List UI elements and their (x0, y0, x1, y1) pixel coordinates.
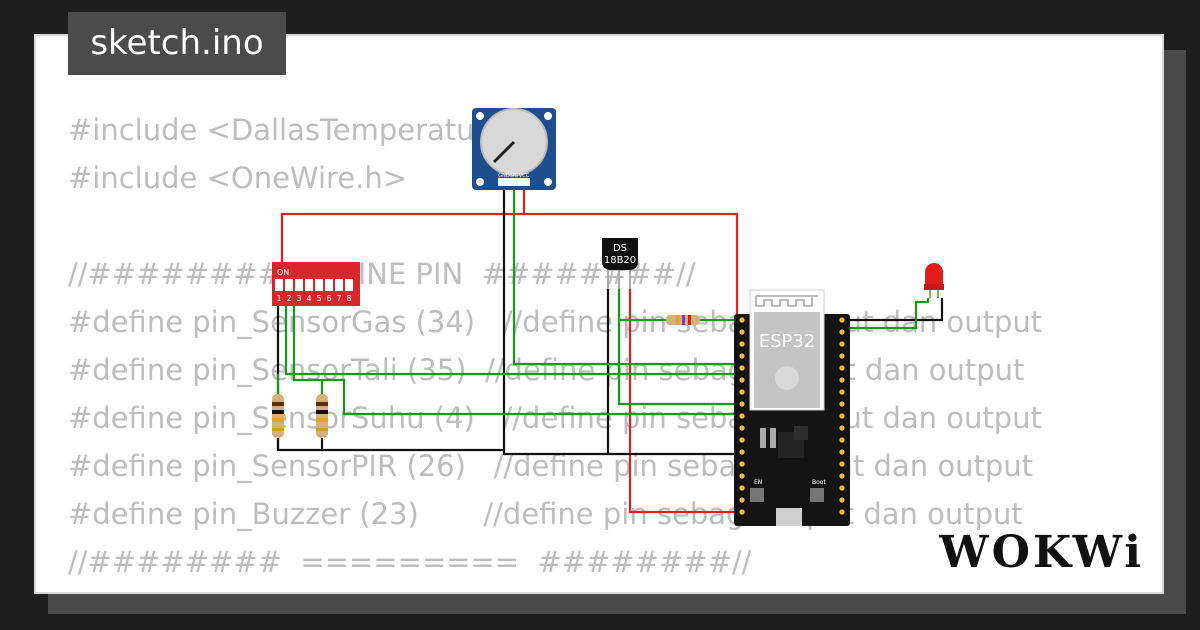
potentiometer[interactable]: GND SIG VCC (472, 108, 556, 190)
pot-pin-label: SIG (510, 173, 519, 179)
dip-switch[interactable]: ON 1 2 3 4 5 6 7 8 (272, 262, 360, 306)
dip-number: 3 (296, 294, 301, 303)
dip-on-label: ON (277, 268, 289, 277)
esp32-label: ESP32 (759, 331, 816, 352)
dip-number: 8 (346, 294, 351, 303)
dip-number: 5 (316, 294, 321, 303)
dip-number: 2 (286, 294, 291, 303)
boot-label: Boot (812, 479, 826, 486)
project-preview-card[interactable]: #include <DallasTemperature.h>#include <… (34, 34, 1164, 594)
pot-pin-label: GND (498, 173, 510, 179)
circuit-diagram: GND SIG VCC ON 1 2 3 4 5 6 7 8 (272, 108, 944, 526)
pot-pin-label: VCC (519, 173, 530, 179)
code-line: #include <OneWire.h> (68, 161, 408, 195)
ds18b20-label: 18B20 (604, 255, 636, 266)
pullup-resistor[interactable] (666, 315, 700, 325)
code-line: //######## ========= ########// (68, 545, 752, 579)
esp32-board[interactable]: ESP32 EN Boot (734, 289, 850, 526)
wokwi-logo: WOKWi (939, 527, 1144, 578)
ds18b20-label: DS (613, 243, 627, 254)
resistor[interactable] (316, 394, 328, 438)
file-tab[interactable]: sketch.ino (68, 12, 286, 75)
dip-number: 6 (326, 294, 331, 303)
resistor[interactable] (272, 394, 284, 438)
led[interactable] (924, 263, 944, 298)
dip-number: 4 (306, 294, 311, 303)
ds18b20-sensor[interactable]: DS 18B20 (602, 238, 638, 289)
wires (276, 184, 944, 514)
dip-number: 1 (276, 294, 281, 303)
dip-number: 7 (336, 294, 341, 303)
en-label: EN (754, 479, 762, 486)
